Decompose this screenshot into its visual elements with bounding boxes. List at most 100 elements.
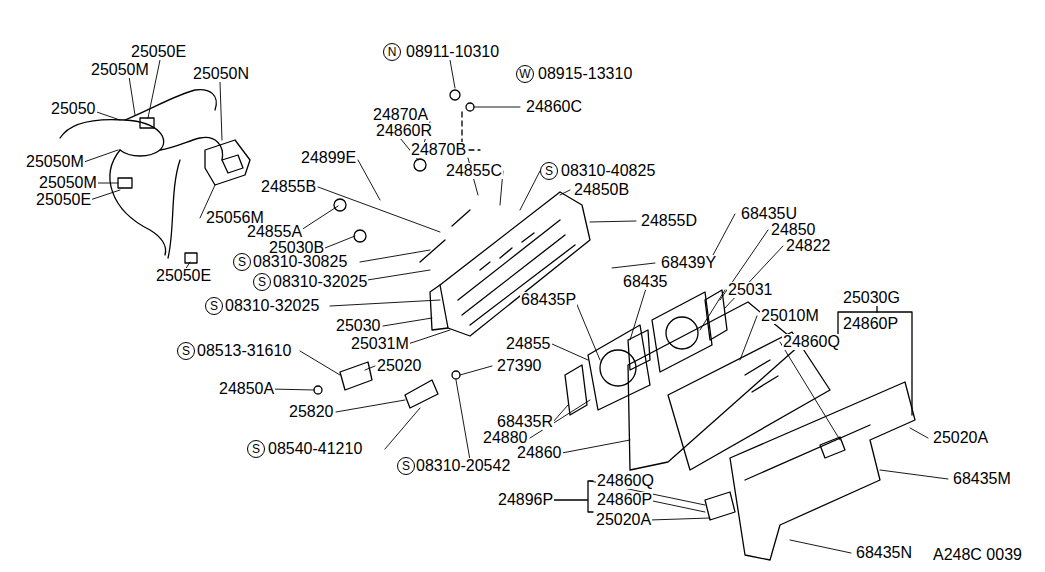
dial — [666, 317, 698, 349]
part-number: 25050 — [50, 101, 97, 117]
symbol-letter: W — [519, 68, 530, 80]
symbol-letter: S — [238, 256, 246, 268]
part-number: 24860C — [525, 99, 583, 115]
part-number: 08310-32025 — [272, 274, 368, 290]
housing — [458, 220, 575, 325]
mask — [628, 302, 800, 470]
part-number: 24860Q — [596, 473, 655, 489]
part-number: 25050E — [130, 44, 187, 60]
part-number: 68439Y — [660, 255, 717, 271]
part-number: 25030 — [335, 318, 382, 334]
part-number: 24850B — [573, 182, 630, 198]
part-number: 08911-10310 — [405, 44, 500, 60]
part-number: 24899E — [300, 150, 357, 166]
cable — [60, 120, 164, 156]
tachometer — [652, 292, 712, 372]
part-number: 24850 — [770, 222, 817, 238]
part-number: 08310-40825 — [560, 163, 656, 179]
cable — [168, 160, 180, 258]
part-number: 24822 — [785, 238, 832, 254]
part-number: 24855 — [505, 336, 552, 352]
symbol-letter: N — [388, 46, 397, 58]
part-number: 68435R — [496, 414, 554, 430]
part-number: 25020A — [932, 430, 989, 446]
part-number: A248C 0039 — [932, 547, 1023, 563]
cable — [110, 150, 166, 255]
part-number: 68435M — [952, 471, 1012, 487]
gauge — [565, 365, 587, 415]
bracket-line — [838, 312, 912, 415]
washer — [466, 103, 474, 111]
part-number: 25020A — [595, 512, 652, 528]
part-number: 25031M — [350, 336, 410, 352]
leader-lines — [84, 60, 948, 553]
part-number: 24860R — [375, 123, 433, 139]
bulb — [354, 230, 366, 242]
part-number: 68435N — [855, 545, 913, 561]
part-number: 08915-13310 — [537, 66, 633, 82]
symbol-letter: S — [182, 345, 190, 357]
part-number: 24880 — [482, 430, 529, 446]
circled-letter: S — [205, 297, 223, 315]
bracket — [340, 362, 372, 390]
circled-letter: S — [233, 253, 251, 271]
housing — [440, 192, 590, 336]
screw — [314, 386, 322, 394]
lens-glare — [745, 360, 778, 392]
part-number: 25820 — [288, 404, 335, 420]
speedometer — [588, 325, 650, 410]
part-number: 25020 — [376, 358, 423, 374]
part-number: 24855C — [445, 163, 503, 179]
symbol-letter: S — [252, 443, 260, 455]
part-number: 25050N — [192, 66, 250, 82]
part-number: 24860Q — [782, 334, 841, 350]
grommet — [222, 155, 243, 173]
grommet — [205, 140, 250, 185]
cable — [160, 137, 223, 160]
part-number: 08310-32025 — [224, 298, 320, 314]
switch — [705, 492, 735, 520]
part-number: 27390 — [496, 358, 543, 374]
part-number: 25050E — [35, 192, 92, 208]
part-number: 08513-31610 — [196, 343, 292, 359]
bulb — [414, 159, 426, 171]
circled-letter: W — [516, 65, 534, 83]
part-number: 25050M — [25, 154, 85, 170]
part-number: 24860P — [842, 316, 899, 332]
symbol-letter: S — [258, 276, 266, 288]
bracket-line — [876, 306, 877, 312]
housing — [430, 285, 448, 330]
part-number: 68435U — [740, 206, 798, 222]
clip — [140, 118, 154, 128]
part-number: 24870B — [410, 142, 467, 158]
part-number: 68435 — [622, 274, 669, 290]
circled-letter: S — [247, 440, 265, 458]
clip — [118, 178, 132, 188]
part-number: 08540-41210 — [267, 441, 363, 457]
resistor — [405, 380, 438, 408]
part-number: 25030G — [842, 290, 901, 306]
nut — [450, 90, 460, 100]
part-number: 24855D — [640, 213, 698, 229]
part-number: 24860P — [596, 492, 653, 508]
part-number: 24855A — [246, 224, 303, 240]
screw — [420, 210, 470, 262]
symbol-letter: S — [402, 460, 410, 472]
circled-letter: S — [177, 342, 195, 360]
part-number: 08310-20542 — [415, 458, 511, 474]
part-number: 25050M — [90, 62, 150, 78]
clip — [185, 253, 197, 263]
switch — [820, 437, 845, 458]
circled-letter: S — [253, 273, 271, 291]
bracket-line — [552, 481, 593, 512]
dial — [600, 350, 636, 386]
part-number: 25031 — [727, 282, 774, 298]
part-number: 24850A — [218, 381, 275, 397]
symbol-letter: S — [545, 165, 553, 177]
part-number: 24855B — [260, 179, 317, 195]
cable — [125, 90, 216, 120]
part-number: 25010M — [760, 308, 820, 324]
part-number: 24860 — [516, 445, 563, 461]
